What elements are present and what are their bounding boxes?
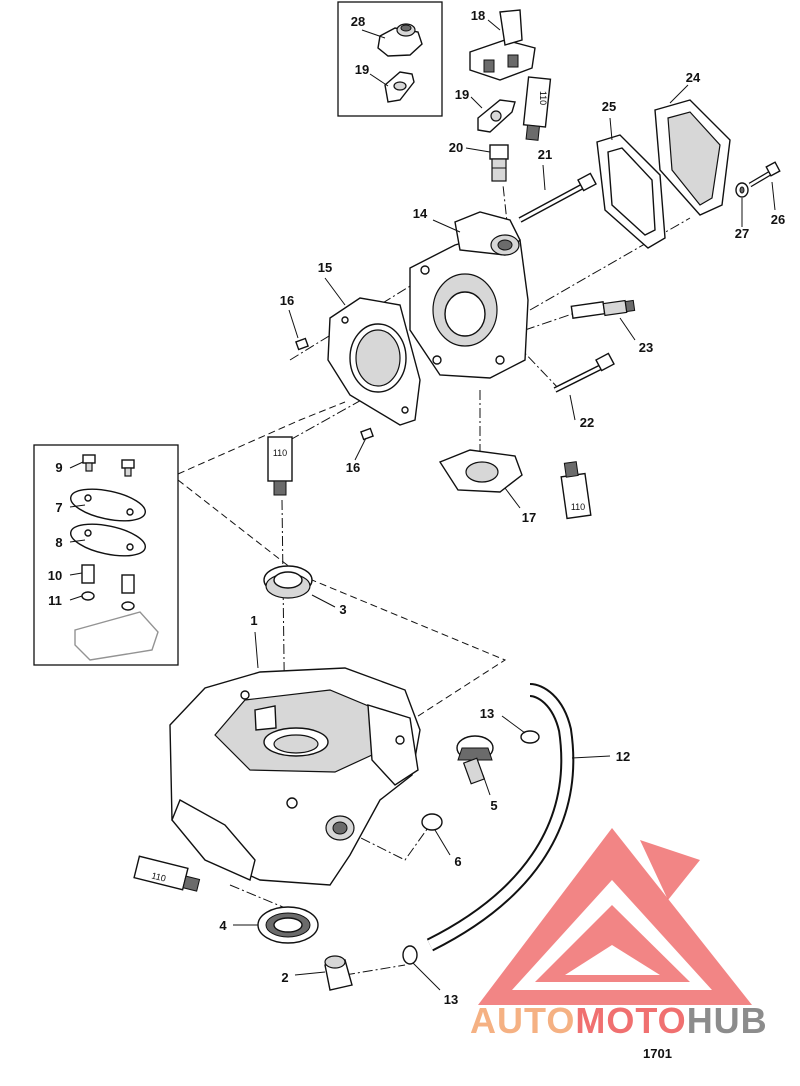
callout-19-inset: 19 (355, 62, 369, 77)
callout-16-lower: 16 (346, 460, 360, 475)
crankcase-part-1 (169, 667, 421, 886)
callout-18: 18 (471, 8, 485, 23)
gasket-part-19 (477, 99, 516, 133)
tube-label-top: 110 (538, 91, 548, 105)
callout-1: 1 (250, 613, 257, 628)
screw-part-9 (82, 454, 135, 477)
callout-9: 9 (55, 460, 62, 475)
callout-22: 22 (580, 415, 594, 430)
sealant-tube-110-bottom: 110 (133, 855, 201, 892)
gasket-part-25 (596, 134, 666, 249)
tube-label-right: 110 (571, 502, 585, 512)
plate-part-7 (70, 488, 146, 522)
gasket-part-17 (438, 449, 523, 493)
callout-27: 27 (735, 226, 749, 241)
thermostat-cover-part-28 (377, 23, 423, 57)
bearing-part-4 (257, 906, 319, 944)
callout-23: 23 (639, 340, 653, 355)
watermark-text-hub: HUB (687, 1000, 768, 1041)
bolt-part-21 (518, 172, 597, 223)
spark-plug-part-23 (570, 299, 636, 319)
callout-2: 2 (281, 970, 288, 985)
o-ring-part-6 (421, 813, 443, 831)
callout-10: 10 (48, 568, 62, 583)
callout-16-upper: 16 (280, 293, 294, 308)
hose-clamp-part-13-upper (520, 730, 540, 744)
washer-part-27 (735, 182, 749, 198)
inset-box-thermostat-cover (337, 1, 443, 117)
callout-24: 24 (686, 70, 701, 85)
callout-11: 11 (48, 593, 62, 608)
drawing-number: 1701 (643, 1046, 672, 1061)
dowel-pin-part-16-upper (295, 337, 309, 351)
head-gasket-part-15 (327, 297, 421, 426)
callout-20: 20 (449, 140, 463, 155)
callout-7: 7 (55, 500, 62, 515)
callout-3: 3 (339, 602, 346, 617)
inset-box-plates (33, 444, 179, 666)
callout-26: 26 (771, 212, 785, 227)
watermark-text-moto: MOTO (575, 1000, 686, 1041)
hose-part-12 (426, 683, 575, 952)
tube-label-bottom: 110 (151, 871, 167, 884)
watermark-logo: AUTOMOTOHUB (470, 828, 768, 1041)
hose-fitting-part-2 (324, 955, 353, 991)
plate-mount-reference (74, 611, 159, 661)
dowel-pin-part-16-lower (360, 427, 374, 441)
oil-fill-cap-part-5 (456, 735, 494, 785)
callout-14: 14 (413, 206, 428, 221)
bolt-part-26 (748, 161, 781, 188)
bolt-part-22 (553, 352, 615, 393)
callouts: 1 2 3 4 5 6 7 8 9 10 11 12 13 13 14 15 1… (48, 8, 785, 1007)
callout-12: 12 (616, 749, 630, 764)
sealant-tube-110-top: 110 (522, 76, 552, 141)
oil-seal-part-3 (263, 565, 313, 599)
callout-5: 5 (490, 798, 497, 813)
gasket-part-8 (70, 523, 146, 557)
cylinder-head-part-14 (409, 211, 529, 379)
callout-13-lower: 13 (444, 992, 458, 1007)
o-ring-part-11 (81, 591, 135, 611)
svg-text:AUTOMOTOHUB: AUTOMOTOHUB (470, 1000, 768, 1041)
callout-28: 28 (351, 14, 365, 29)
sleeve-part-10 (81, 564, 135, 594)
callout-8: 8 (55, 535, 62, 550)
callout-19: 19 (455, 87, 469, 102)
callout-17: 17 (522, 510, 536, 525)
sealant-tube-110-center: 110 (267, 436, 293, 496)
thermostat-part-20 (489, 144, 509, 182)
callout-15: 15 (318, 260, 332, 275)
hose-clamp-part-13-lower (402, 945, 418, 965)
callout-21: 21 (538, 147, 552, 162)
callout-6: 6 (454, 854, 461, 869)
cover-part-24 (654, 99, 731, 216)
gasket-part-19-inset (384, 71, 415, 103)
thermostat-housing-part-18 (469, 9, 536, 81)
leader-lines (69, 19, 776, 991)
sealant-tube-110-right: 110 (560, 461, 592, 520)
watermark-text-auto: AUTO (470, 1000, 575, 1041)
callout-4: 4 (219, 918, 227, 933)
tube-label-center: 110 (273, 448, 287, 458)
callout-25: 25 (602, 99, 616, 114)
callout-13-upper: 13 (480, 706, 494, 721)
